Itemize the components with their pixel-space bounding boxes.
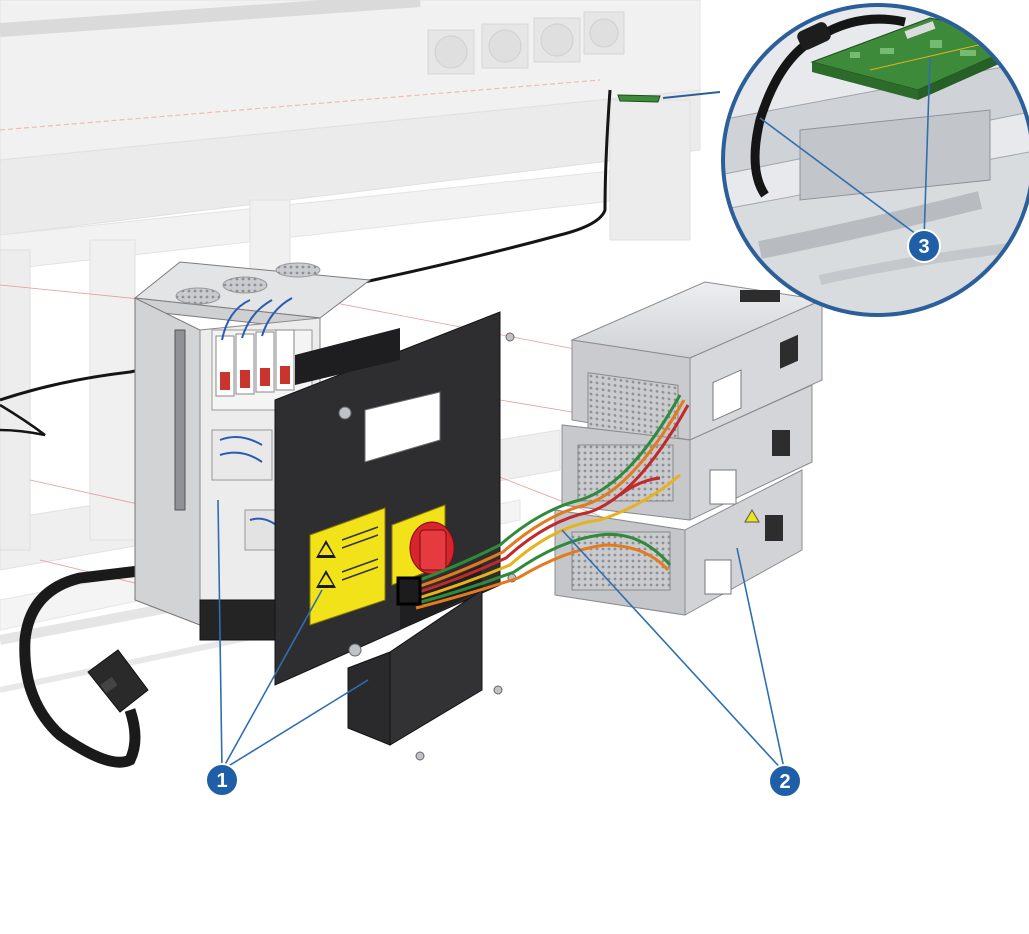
callout-3: 3 <box>907 229 941 263</box>
callout-2-label: 2 <box>779 771 790 793</box>
callout-1-label: 1 <box>216 770 227 792</box>
sensor-connector <box>617 91 721 103</box>
front-panel <box>274 311 622 761</box>
wire-harness <box>396 394 690 610</box>
leader-lines <box>217 57 931 774</box>
warning-labels <box>309 507 386 626</box>
zoom-detail <box>721 3 1029 317</box>
power-supply-top <box>570 281 824 442</box>
power-plug <box>87 649 149 713</box>
vent-holes <box>175 262 321 305</box>
main-power-switch <box>391 504 455 586</box>
fan-row <box>427 11 625 75</box>
callout-2: 2 <box>768 764 802 798</box>
callout-1: 1 <box>205 763 239 797</box>
callout-3-label: 3 <box>918 236 929 258</box>
